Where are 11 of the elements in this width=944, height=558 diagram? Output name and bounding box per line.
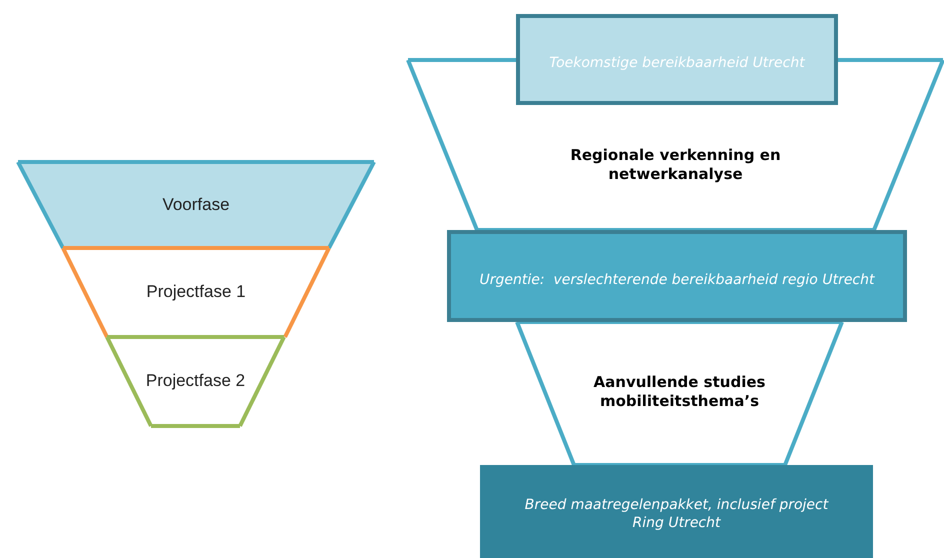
phase-label: Regionale verkenning en netwerkanalyse — [569, 146, 782, 184]
process-box — [447, 230, 907, 322]
phase-label: Voorfase — [162, 194, 230, 216]
process-box — [480, 465, 873, 558]
box-text: Urgentie: verslechterende bereikbaarheid regio Utrecht — [479, 270, 874, 290]
phase-label: Projectfase 2 — [146, 370, 246, 392]
process-box — [516, 14, 838, 105]
phase-label: Projectfase 1 — [146, 281, 246, 304]
box-text: Toekomstige bereikbaarheid Utrecht — [549, 54, 805, 73]
box-text: Breed maatregelenpakket, inclusief project Ring Utrecht — [524, 496, 830, 532]
phase-label: Aanvullende studies mobiliteitsthema’s — [592, 372, 766, 412]
